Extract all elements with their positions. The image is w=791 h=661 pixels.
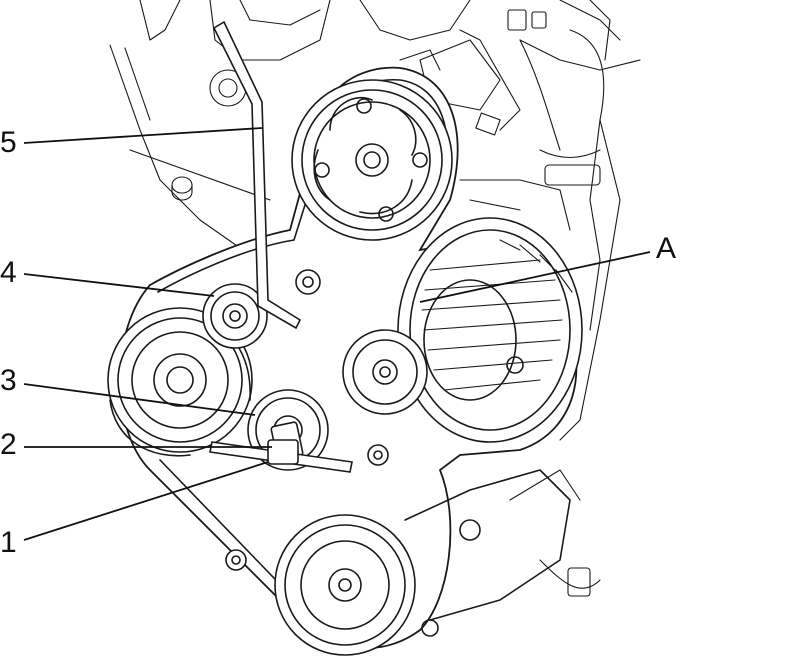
leader-line-3: [23, 383, 256, 416]
callout-label-a: A: [656, 232, 677, 265]
upper-pulley: [291, 79, 453, 241]
leader-line-5: [23, 127, 263, 144]
engine-block-outline: [109, 0, 641, 441]
small-idler-pulley: [342, 329, 428, 415]
alternator: [397, 217, 583, 443]
leader-line-a: [419, 251, 651, 303]
leader-line-1: [23, 461, 269, 541]
callout-label-3: 3: [0, 364, 17, 397]
crankshaft-pulley: [107, 307, 253, 457]
mounting-bolts: [225, 269, 389, 571]
callout-label-1: 1: [0, 526, 17, 559]
idler-pulley: [202, 283, 268, 349]
leader-lines: [23, 127, 651, 541]
locking-rod: [212, 20, 302, 330]
callout-label-2: 2: [0, 428, 17, 461]
callout-label-4: 4: [0, 256, 17, 289]
callout-label-5: 5: [0, 126, 17, 159]
ac-compressor: [274, 469, 601, 656]
tensioner-tool: [209, 439, 353, 473]
leader-line-4: [23, 273, 215, 297]
